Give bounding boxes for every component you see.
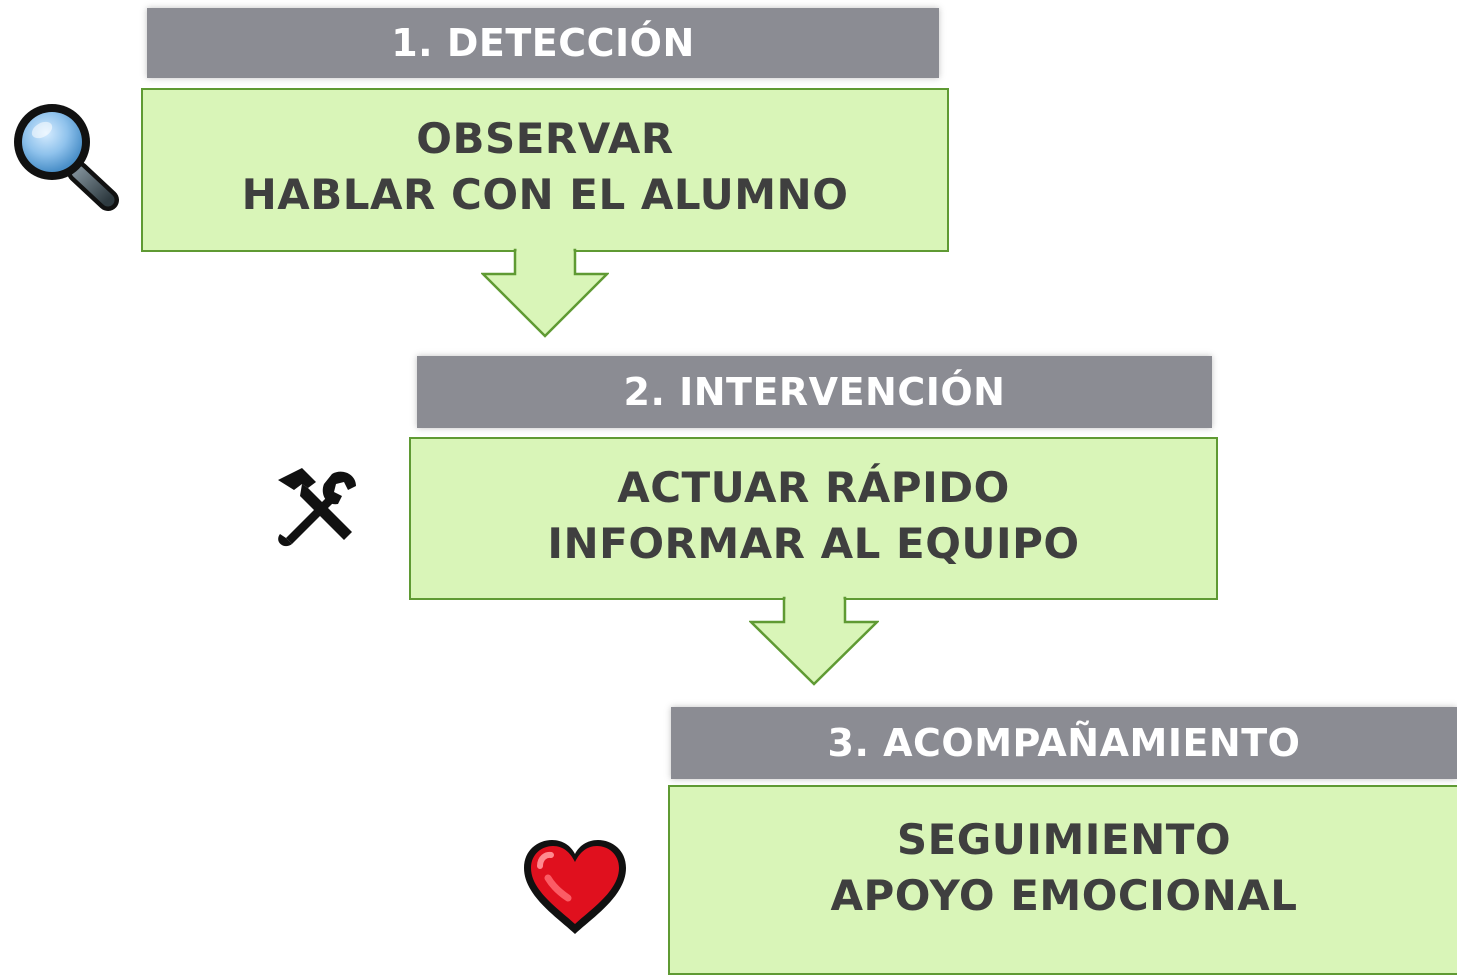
stage-2-line-1: ACTUAR RÁPIDO (617, 462, 1010, 512)
down-arrow-2 (749, 596, 879, 686)
down-arrow-1 (481, 248, 609, 338)
stage-1-title: 1. DETECCIÓN (391, 21, 695, 65)
stage-2-box: ACTUAR RÁPIDO INFORMAR AL EQUIPO (409, 437, 1218, 600)
stage-1-line-2: HABLAR CON EL ALUMNO (241, 170, 849, 219)
stage-3-line-2: APOYO EMOCIONAL (830, 871, 1298, 920)
stage-2-title: 2. INTERVENCIÓN (623, 370, 1006, 414)
stage-3-header: 3. ACOMPAÑAMIENTO (671, 707, 1457, 779)
stage-3-box: SEGUIMIENTO APOYO EMOCIONAL (668, 785, 1457, 975)
hammer-wrench-icon (278, 468, 356, 547)
stage-1-box: OBSERVAR HABLAR CON EL ALUMNO (141, 88, 949, 252)
stage-1-line-1: OBSERVAR (416, 114, 674, 163)
stage-3-title: 3. ACOMPAÑAMIENTO (827, 721, 1301, 765)
stage-2-header: 2. INTERVENCIÓN (417, 356, 1212, 428)
stage-2-line-2: INFORMAR AL EQUIPO (547, 518, 1080, 568)
stage-3-line-1: SEGUIMIENTO (896, 815, 1232, 864)
heart-icon (524, 840, 626, 934)
magnifying-glass-icon (14, 104, 119, 211)
stage-1-header: 1. DETECCIÓN (147, 8, 939, 78)
